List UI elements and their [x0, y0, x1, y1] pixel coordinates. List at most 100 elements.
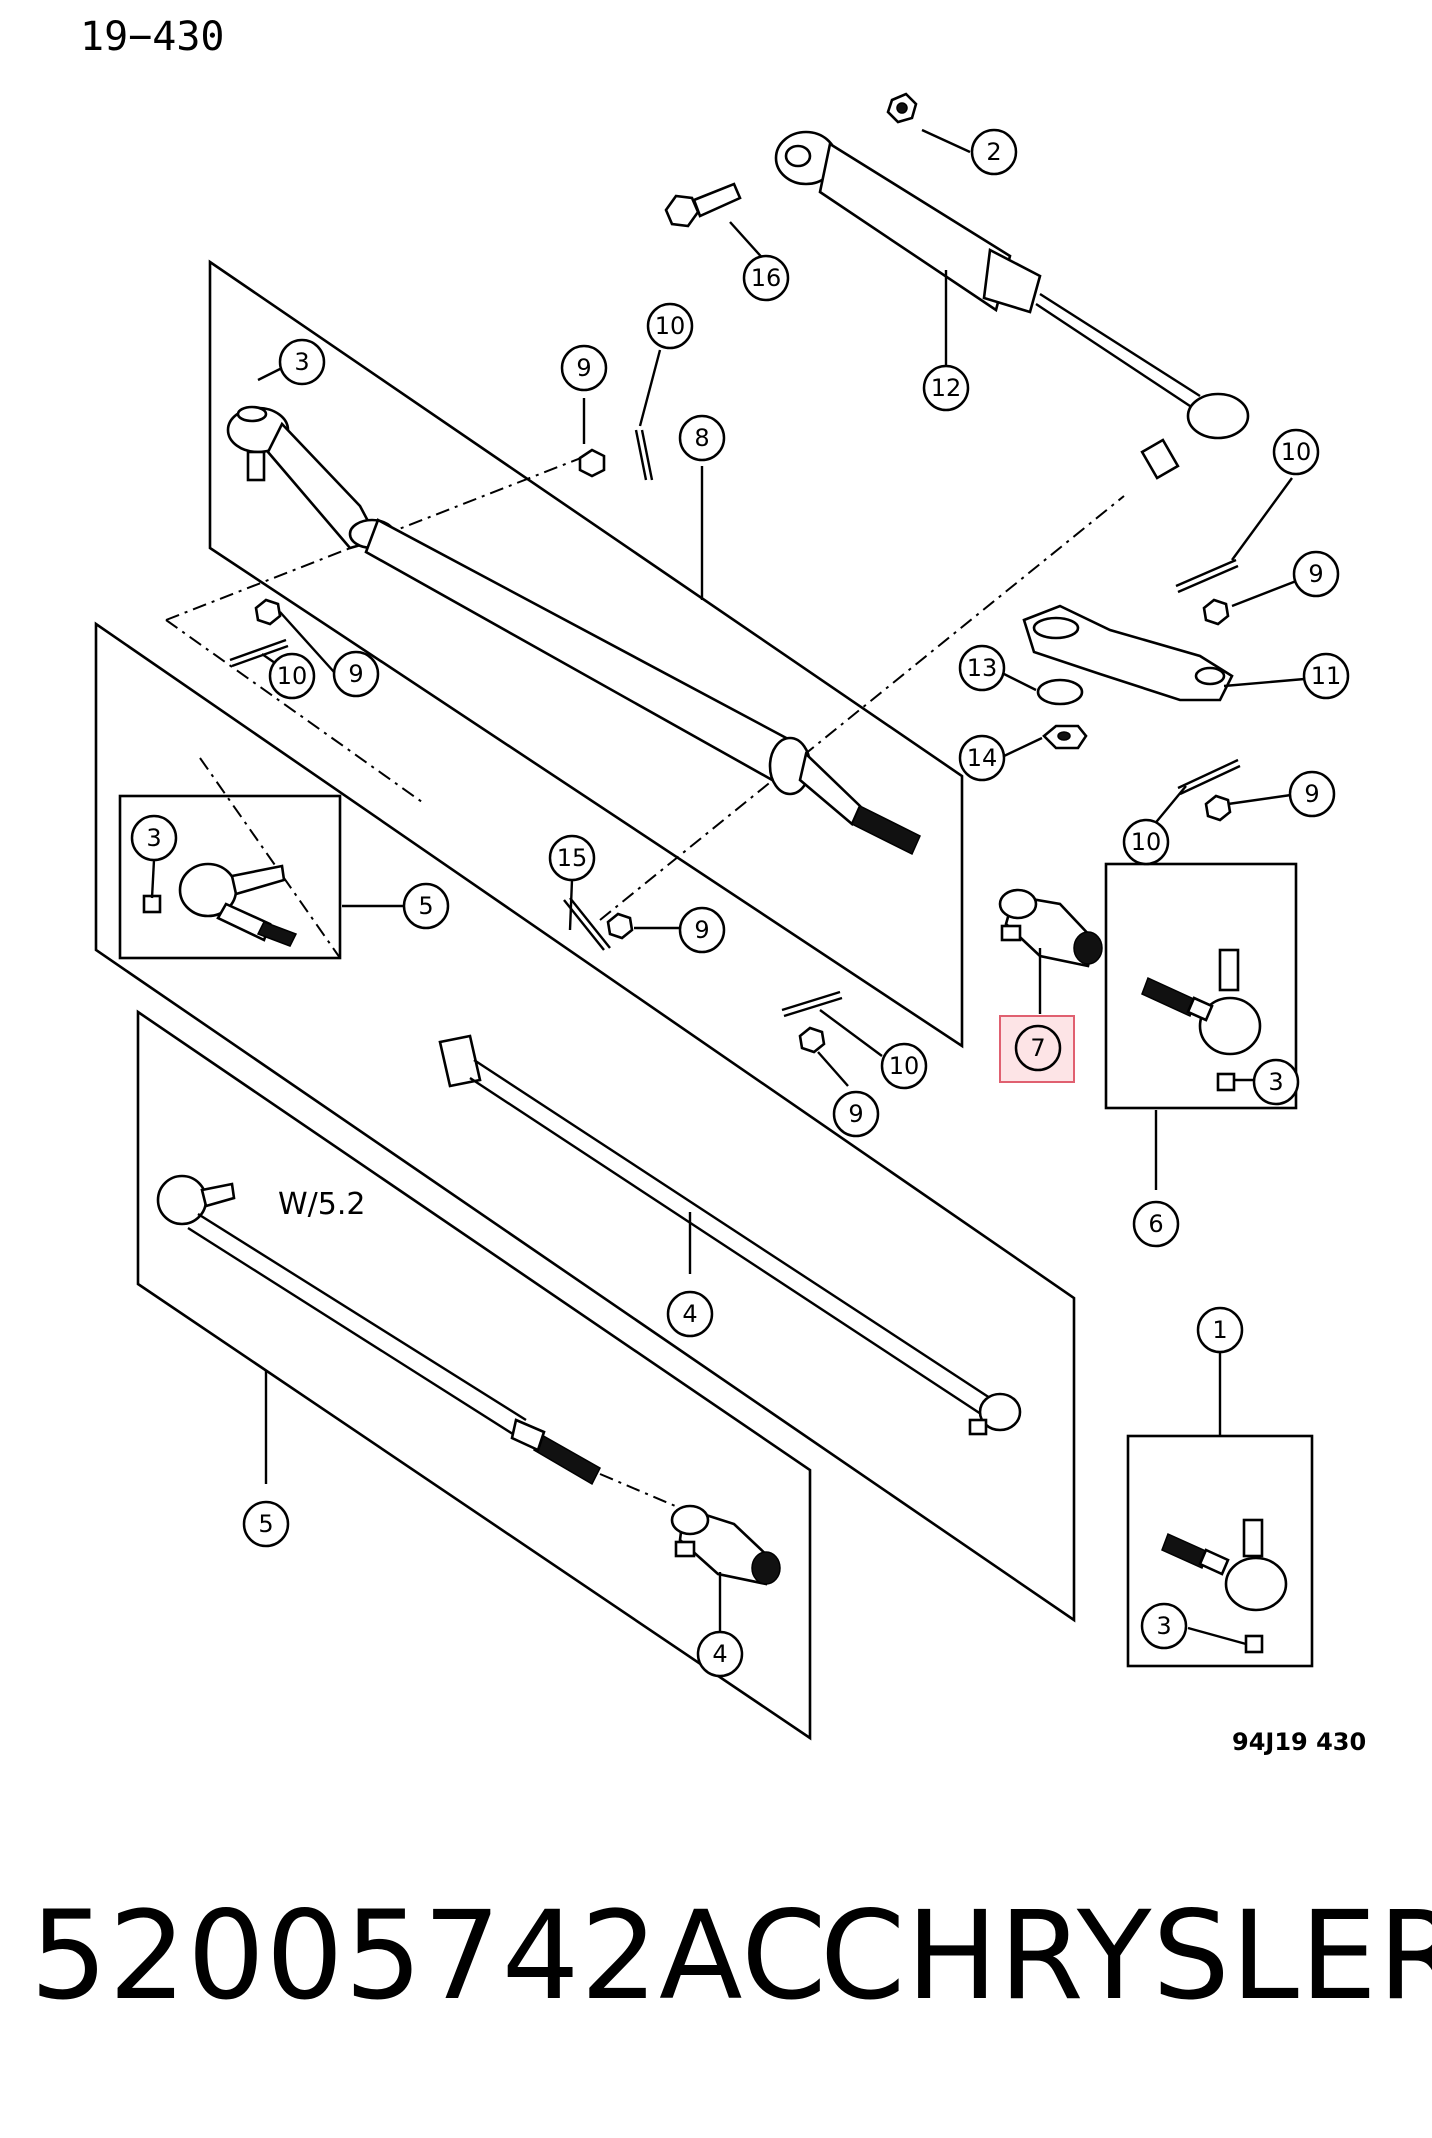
svg-text:10: 10 — [889, 1052, 920, 1080]
svg-text:3: 3 — [1268, 1068, 1283, 1096]
callout-5: 5 — [402, 882, 450, 930]
part-number: 52005742AC — [30, 1885, 828, 2027]
slotted-nut — [1204, 794, 1232, 822]
svg-text:9: 9 — [694, 916, 709, 944]
dash-line — [165, 619, 423, 803]
callout-8: 8 — [678, 414, 726, 462]
svg-text:9: 9 — [1304, 780, 1319, 808]
callout-9: 9 — [1288, 770, 1336, 818]
callout-12: 13 — [958, 644, 1006, 692]
cotter-pin — [634, 429, 654, 481]
callout-7: 7 — [1014, 1024, 1062, 1072]
svg-text:4: 4 — [682, 1300, 697, 1328]
adjusting-sleeve — [998, 888, 1103, 968]
callout-4: 4 — [696, 1630, 744, 1678]
callout-10: 10 — [1272, 428, 1320, 476]
tie-rod-end — [1141, 948, 1262, 1092]
svg-text:14: 14 — [967, 744, 998, 772]
svg-text:5: 5 — [418, 892, 433, 920]
svg-text:10: 10 — [1131, 828, 1162, 856]
svg-text:3: 3 — [146, 824, 161, 852]
svg-text:10: 10 — [277, 662, 308, 690]
tie-rod — [156, 1174, 601, 1486]
callout-6: 6 — [1132, 1200, 1180, 1248]
callout-10: 10 — [646, 302, 694, 350]
callout-4: 4 — [666, 1290, 714, 1338]
slotted-nut — [606, 912, 634, 940]
svg-text:9: 9 — [348, 660, 363, 688]
svg-text:10: 10 — [1281, 438, 1312, 466]
callout-10: 10 — [1122, 818, 1170, 866]
pitman-nut — [1042, 724, 1088, 750]
callout-16: 16 — [742, 254, 790, 302]
callout-5: 5 — [242, 1500, 290, 1548]
svg-text:16: 16 — [751, 264, 782, 292]
tie-rod-panel — [94, 621, 1076, 1623]
callout-2: 2 — [970, 128, 1018, 176]
svg-text:2: 2 — [986, 138, 1001, 166]
callout-3: 3 — [1252, 1058, 1300, 1106]
dash-line — [599, 495, 1125, 921]
tie-rod-end-inset-6 — [1104, 862, 1298, 1110]
cotter-pin — [1177, 758, 1241, 796]
dash-line — [199, 757, 341, 959]
callout-9: 9 — [332, 650, 380, 698]
dash-line — [599, 1473, 681, 1509]
callout-9: 9 — [832, 1090, 880, 1138]
svg-text:1: 1 — [1212, 1316, 1227, 1344]
svg-text:5: 5 — [258, 1510, 273, 1538]
callout-9: 9 — [1292, 550, 1340, 598]
callout-3: 3 — [278, 338, 326, 386]
steering-damper — [774, 130, 1250, 480]
slotted-nut — [798, 1026, 826, 1054]
svg-text:7: 7 — [1030, 1034, 1045, 1062]
callout-10: 10 — [268, 652, 316, 700]
svg-text:9: 9 — [576, 354, 591, 382]
svg-text:4: 4 — [712, 1640, 727, 1668]
tie-rod — [438, 1034, 1022, 1436]
cotter-pin — [1175, 558, 1239, 594]
callout-11: 11 — [1302, 652, 1350, 700]
slotted-nut — [578, 448, 606, 478]
drag-link — [226, 405, 921, 856]
callout-14: 12 — [922, 364, 970, 412]
svg-text:9: 9 — [1308, 560, 1323, 588]
callout-3: 3 — [1140, 1602, 1188, 1650]
tie-rod-end-inset-5 — [118, 794, 342, 960]
callout-15: 15 — [548, 834, 596, 882]
callout-9: 9 — [678, 906, 726, 954]
callout-13: 14 — [958, 734, 1006, 782]
slotted-nut — [254, 598, 282, 626]
callout-9: 9 — [560, 344, 608, 392]
brand-name: CHRYSLER — [820, 1885, 1432, 2027]
damper-bolt — [664, 182, 742, 228]
pitman-arm — [1022, 604, 1234, 702]
drag-link-panel — [208, 259, 964, 1049]
lower-tie-rod-panel — [136, 1009, 812, 1741]
svg-text:12: 12 — [931, 374, 962, 402]
svg-text:3: 3 — [294, 348, 309, 376]
page-code: 19−430 — [80, 14, 225, 60]
svg-text:9: 9 — [848, 1100, 863, 1128]
callout-3: 3 — [130, 814, 178, 862]
damper-nut — [886, 92, 918, 124]
svg-text:8: 8 — [694, 424, 709, 452]
tie-rod-end — [142, 862, 298, 947]
callout-1: 1 — [1196, 1306, 1244, 1354]
tie-rod-end — [1161, 1518, 1288, 1654]
callout-10: 10 — [880, 1042, 928, 1090]
adjusting-sleeve — [670, 1504, 781, 1586]
svg-text:15: 15 — [557, 844, 588, 872]
svg-text:6: 6 — [1148, 1210, 1163, 1238]
variant-note: W/5.2 — [278, 1187, 365, 1222]
svg-text:13: 13 — [967, 654, 998, 682]
slotted-nut — [1202, 598, 1230, 626]
figure-code: 94J19 430 — [1232, 1728, 1367, 1756]
svg-text:10: 10 — [655, 312, 686, 340]
svg-text:11: 11 — [1311, 662, 1342, 690]
cotter-pin — [229, 638, 289, 668]
cotter-pin — [781, 990, 843, 1018]
svg-text:3: 3 — [1156, 1612, 1171, 1640]
pitman-washer — [1036, 678, 1084, 706]
